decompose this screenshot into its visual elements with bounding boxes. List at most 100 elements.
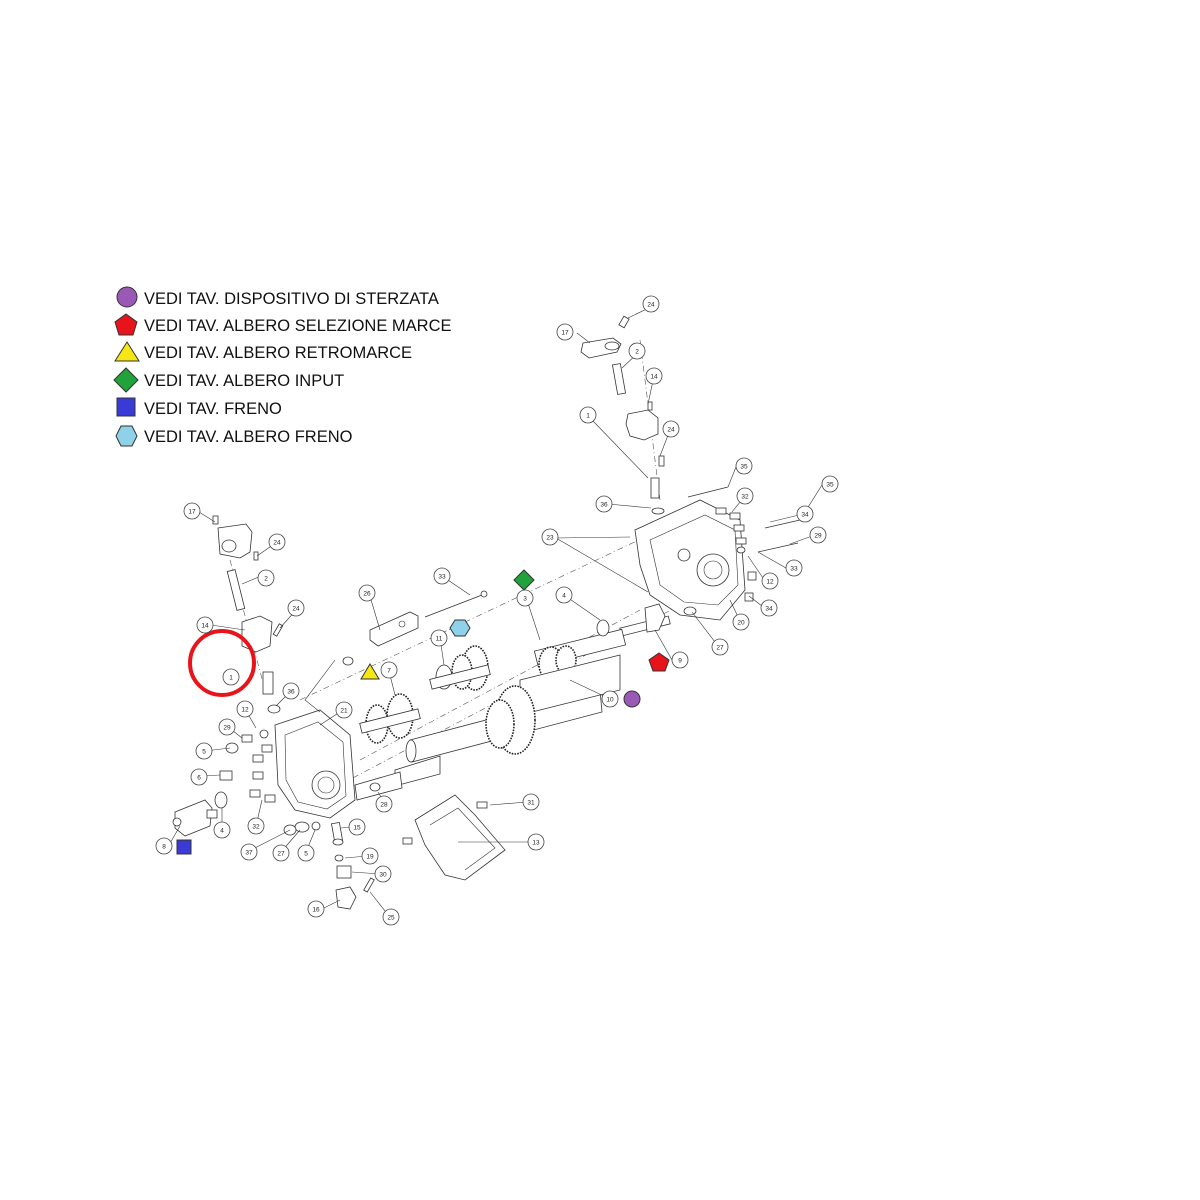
callout-2[interactable]: 2: [628, 342, 646, 360]
callout-4[interactable]: 4: [555, 586, 573, 604]
legend-item-brake[interactable]: VEDI TAV. FRENO: [116, 397, 282, 418]
callout-14[interactable]: 14: [645, 367, 663, 385]
callout-35[interactable]: 35: [821, 475, 839, 493]
callout-27[interactable]: 27: [272, 844, 290, 862]
callout-30[interactable]: 30: [374, 865, 392, 883]
svg-text:27: 27: [716, 645, 724, 652]
cover-plate-13: [402, 794, 506, 881]
svg-text:2: 2: [264, 576, 268, 583]
svg-text:24: 24: [273, 540, 281, 547]
svg-text:34: 34: [765, 606, 773, 613]
callout-3[interactable]: 3: [516, 589, 534, 607]
callout-11[interactable]: 11: [430, 629, 448, 647]
svg-text:35: 35: [740, 464, 748, 471]
lightblue-hexagon-symbol[interactable]: [449, 619, 471, 637]
legend-item-input-shaft[interactable]: VEDI TAV. ALBERO INPUT: [113, 367, 344, 393]
callout-4[interactable]: 4: [213, 821, 231, 839]
callout-26[interactable]: 26: [358, 584, 376, 602]
svg-text:4: 4: [220, 828, 224, 835]
callout-33[interactable]: 33: [785, 559, 803, 577]
callout-27[interactable]: 27: [711, 638, 729, 656]
callout-33[interactable]: 33: [433, 567, 451, 585]
svg-text:3: 3: [523, 596, 527, 603]
svg-text:4: 4: [562, 593, 566, 600]
callout-34[interactable]: 34: [760, 599, 778, 617]
callout-23[interactable]: 23: [541, 528, 559, 546]
callout-14[interactable]: 14: [196, 616, 214, 634]
svg-text:28: 28: [380, 802, 388, 809]
callout-16[interactable]: 16: [307, 900, 325, 918]
callout-15[interactable]: 15: [348, 818, 366, 836]
svg-text:34: 34: [801, 512, 809, 519]
svg-text:16: 16: [312, 907, 320, 914]
svg-text:26: 26: [363, 591, 371, 598]
svg-text:30: 30: [379, 872, 387, 879]
purple-circle-symbol[interactable]: [623, 690, 641, 708]
callout-17[interactable]: 17: [556, 323, 574, 341]
callout-31[interactable]: 31: [522, 793, 540, 811]
callout-24[interactable]: 24: [287, 599, 305, 617]
left-housing: [241, 709, 356, 836]
callout-29[interactable]: 29: [218, 718, 236, 736]
svg-text:23: 23: [546, 535, 554, 542]
callout-12[interactable]: 12: [236, 700, 254, 718]
svg-text:11: 11: [436, 636, 443, 643]
callout-5[interactable]: 5: [195, 742, 213, 760]
callout-25[interactable]: 25: [382, 908, 400, 926]
callout-24[interactable]: 24: [662, 420, 680, 438]
callout-7[interactable]: 7: [380, 661, 398, 679]
callout-19[interactable]: 19: [361, 847, 379, 865]
callout-10[interactable]: 10: [601, 690, 619, 708]
callout-34[interactable]: 34: [796, 505, 814, 523]
lightblue-hexagon-symbol: [115, 425, 138, 447]
svg-text:2: 2: [635, 349, 639, 356]
upper-right-selector-assembly: [580, 315, 665, 515]
main-shaft-10: [354, 654, 621, 801]
callout-24[interactable]: 24: [642, 295, 660, 313]
svg-text:36: 36: [287, 689, 295, 696]
reverse-shaft-7: [359, 693, 421, 744]
legend-item-brake-shaft[interactable]: VEDI TAV. ALBERO FRENO: [115, 425, 353, 447]
callout-9[interactable]: 9: [671, 651, 689, 669]
highlight-ring: [188, 629, 256, 697]
callout-36[interactable]: 36: [282, 682, 300, 700]
green-diamond-symbol[interactable]: [513, 569, 535, 591]
callout-24[interactable]: 24: [268, 533, 286, 551]
svg-text:20: 20: [737, 620, 745, 627]
svg-text:14: 14: [650, 374, 658, 381]
callout-12[interactable]: 12: [761, 572, 779, 590]
callout-37[interactable]: 37: [240, 843, 258, 861]
legend-item-gear-selector-shaft[interactable]: VEDI TAV. ALBERO SELEZIONE MARCE: [114, 313, 452, 336]
callout-1[interactable]: 1: [579, 406, 597, 424]
red-pentagon-symbol: [114, 313, 138, 336]
legend-item-reverse-shaft[interactable]: VEDI TAV. ALBERO RETROMARCE: [114, 341, 412, 362]
callout-21[interactable]: 21: [335, 701, 353, 719]
shift-fork-shaft: [619, 603, 671, 637]
svg-text:24: 24: [667, 427, 675, 434]
callout-13[interactable]: 13: [527, 833, 545, 851]
callout-32[interactable]: 32: [247, 817, 265, 835]
svg-text:31: 31: [527, 800, 535, 807]
svg-text:8: 8: [162, 844, 166, 851]
callout-28[interactable]: 28: [375, 795, 393, 813]
washer-parts: [342, 656, 381, 792]
blue-square-symbol[interactable]: [176, 839, 192, 855]
callout-17[interactable]: 17: [183, 502, 201, 520]
callout-29[interactable]: 29: [809, 526, 827, 544]
callout-32[interactable]: 32: [736, 487, 754, 505]
callout-1[interactable]: 1: [222, 668, 240, 686]
callout-36[interactable]: 36: [595, 495, 613, 513]
callout-35[interactable]: 35: [735, 457, 753, 475]
callout-2[interactable]: 2: [257, 569, 275, 587]
svg-text:29: 29: [223, 725, 231, 732]
callout-5[interactable]: 5: [297, 844, 315, 862]
legend-item-steering[interactable]: VEDI TAV. DISPOSITIVO DI STERZATA: [116, 286, 439, 308]
callout-6[interactable]: 6: [190, 768, 208, 786]
bracket-26: [369, 611, 419, 647]
callout-8[interactable]: 8: [155, 837, 173, 855]
yellow-triangle-symbol[interactable]: [360, 663, 380, 680]
svg-text:29: 29: [814, 533, 822, 540]
svg-text:33: 33: [438, 574, 446, 581]
callout-20[interactable]: 20: [732, 613, 750, 631]
red-pentagon-symbol[interactable]: [648, 652, 670, 672]
